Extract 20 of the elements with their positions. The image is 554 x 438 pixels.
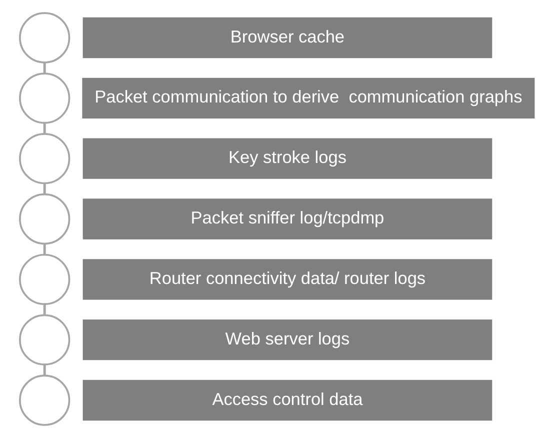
node-box: Key stroke logs: [82, 138, 492, 179]
node-circle: [19, 193, 70, 245]
node-circle: [19, 254, 70, 305]
connector: [43, 244, 46, 254]
node-box: Web server logs: [82, 319, 492, 360]
connector: [43, 364, 46, 376]
node-box: Packet communication to derive communication graphs: [82, 78, 535, 119]
node-circle: [19, 12, 70, 64]
node-box: Browser cache: [82, 17, 492, 58]
node-circle: [19, 374, 70, 426]
node-circle: [19, 133, 70, 184]
node-circle: [19, 72, 70, 124]
node-box: Router connectivity data/ router logs: [82, 259, 492, 300]
connector: [43, 183, 46, 194]
connector: [43, 304, 46, 315]
connector: [43, 122, 46, 134]
node-box: Access control data: [82, 380, 492, 421]
node-circle: [19, 314, 70, 366]
node-box: Packet sniffer log/tcpdmp: [82, 198, 492, 240]
connector: [43, 62, 46, 74]
